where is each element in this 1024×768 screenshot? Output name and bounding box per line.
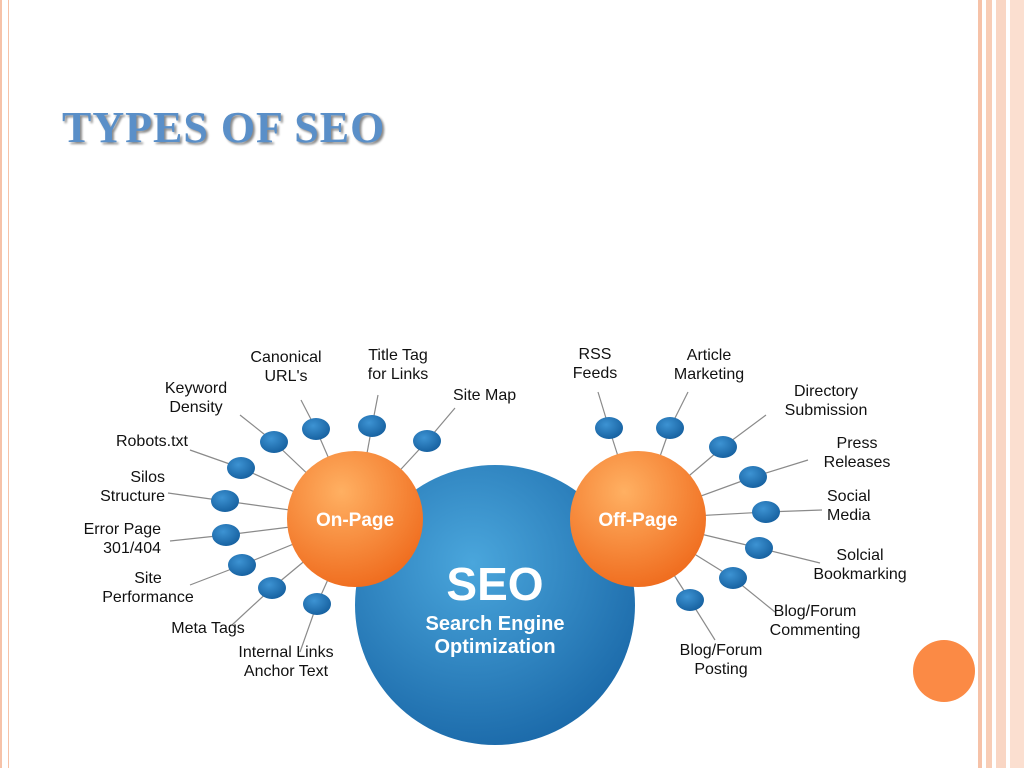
- hub-title: SEO: [446, 558, 543, 610]
- on-page-node-site-map: [413, 430, 441, 452]
- on-page-label-meta-tags: Meta Tags: [171, 620, 245, 637]
- off-page-label: Off-Page: [598, 510, 677, 531]
- on-page-node-site-performance: [228, 554, 256, 576]
- off-page-node-article-marketing: [656, 417, 684, 439]
- slide-title: TYPES OF SEO: [62, 103, 386, 152]
- item-nodes: [211, 415, 780, 615]
- on-page-node-meta-tags: [258, 577, 286, 599]
- on-page-node-error-page-301-404: [212, 524, 240, 546]
- off-page-node-rss-feeds: [595, 417, 623, 439]
- off-page-node-blog-forum-posting: [676, 589, 704, 611]
- on-page-node-canonical-url-s: [302, 418, 330, 440]
- off-page-node-blog-forum-commenting: [719, 567, 747, 589]
- on-page-node-robots-txt: [227, 457, 255, 479]
- on-page-node-internal-links-anchor-text: [303, 593, 331, 615]
- off-page-node-social-media: [752, 501, 780, 523]
- right-frame-border: [978, 0, 1024, 768]
- on-page-node-silos-structure: [211, 490, 239, 512]
- on-page-label-site-map: Site Map: [453, 387, 516, 404]
- on-page-label: On-Page: [316, 510, 394, 531]
- left-frame-border: [0, 0, 9, 768]
- off-page-node-directory-submission: [709, 436, 737, 458]
- seo-hub-circle: [355, 465, 635, 745]
- hub-subtitle-line2: Optimization: [434, 636, 555, 658]
- off-page-node-press-releases: [739, 466, 767, 488]
- on-page-node-title-tag-for-links: [358, 415, 386, 437]
- off-page-node-solcial-bookmarking: [745, 537, 773, 559]
- hub-subtitle-line1: Search Engine: [426, 613, 565, 635]
- on-page-node-keyword-density: [260, 431, 288, 453]
- off-page-circle: [570, 451, 706, 587]
- decorative-orange-dot: [913, 640, 975, 702]
- on-page-circle: [287, 451, 423, 587]
- on-page-label-robots-txt: Robots.txt: [116, 433, 189, 450]
